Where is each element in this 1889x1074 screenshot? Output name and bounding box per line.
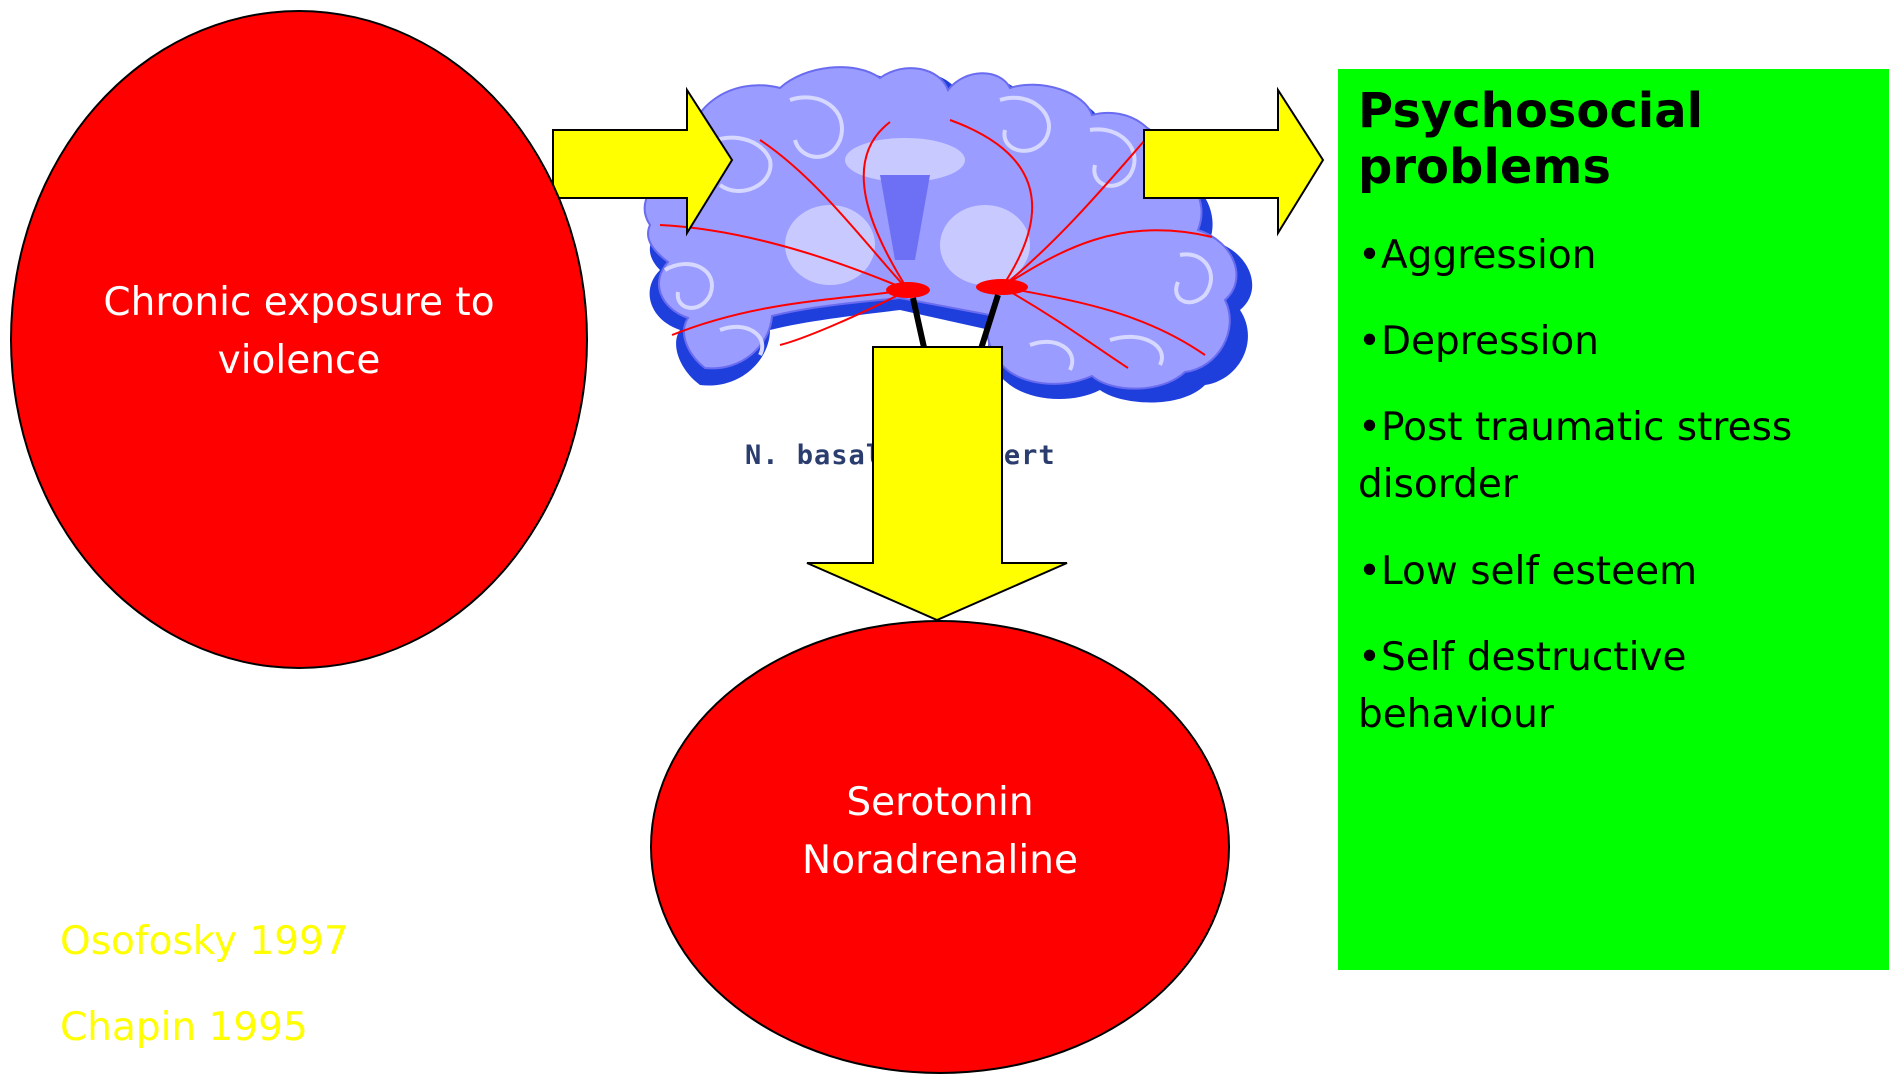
problem-item: •Aggression bbox=[1358, 233, 1597, 278]
node-chronic-exposure: Chronic exposure to violence bbox=[10, 10, 588, 669]
basal-ganglia-left bbox=[785, 205, 875, 285]
corpus-callosum bbox=[845, 138, 965, 182]
psychosocial-problems-box: Psychosocial problems •Aggression •Depre… bbox=[1338, 69, 1889, 970]
node-neurotransmitters: Serotonin Noradrenaline bbox=[650, 620, 1230, 1074]
basal-ganglia-right bbox=[940, 205, 1030, 285]
neurotransmitter-noradrenaline: Noradrenaline bbox=[802, 838, 1078, 883]
arrow-right-1 bbox=[552, 86, 734, 237]
problem-item: •Depression bbox=[1358, 319, 1600, 364]
ventricle bbox=[880, 175, 930, 260]
problem-item: •Self destructive behaviour bbox=[1358, 635, 1687, 737]
citation: Chapin 1995 bbox=[60, 1005, 308, 1050]
node-neurotransmitters-label: Serotonin Noradrenaline bbox=[730, 774, 1150, 890]
node-chronic-exposure-label: Chronic exposure to violence bbox=[103, 279, 495, 383]
citation: Osofosky 1997 bbox=[60, 919, 349, 964]
brain-cortex bbox=[643, 66, 1238, 390]
stalk-right bbox=[977, 294, 1001, 353]
arrow-right-2 bbox=[1143, 86, 1325, 237]
projection-fibers bbox=[659, 119, 1213, 369]
neurotransmitter-serotonin: Serotonin bbox=[846, 780, 1034, 825]
arrow-down bbox=[806, 346, 1068, 622]
problem-item: •Post traumatic stress disorder bbox=[1358, 405, 1793, 507]
stalk-left bbox=[910, 297, 928, 353]
psychosocial-problems-title: Psychosocial problems bbox=[1358, 83, 1704, 195]
brain-gyri bbox=[663, 95, 1213, 371]
problem-item: •Low self esteem bbox=[1358, 549, 1698, 594]
